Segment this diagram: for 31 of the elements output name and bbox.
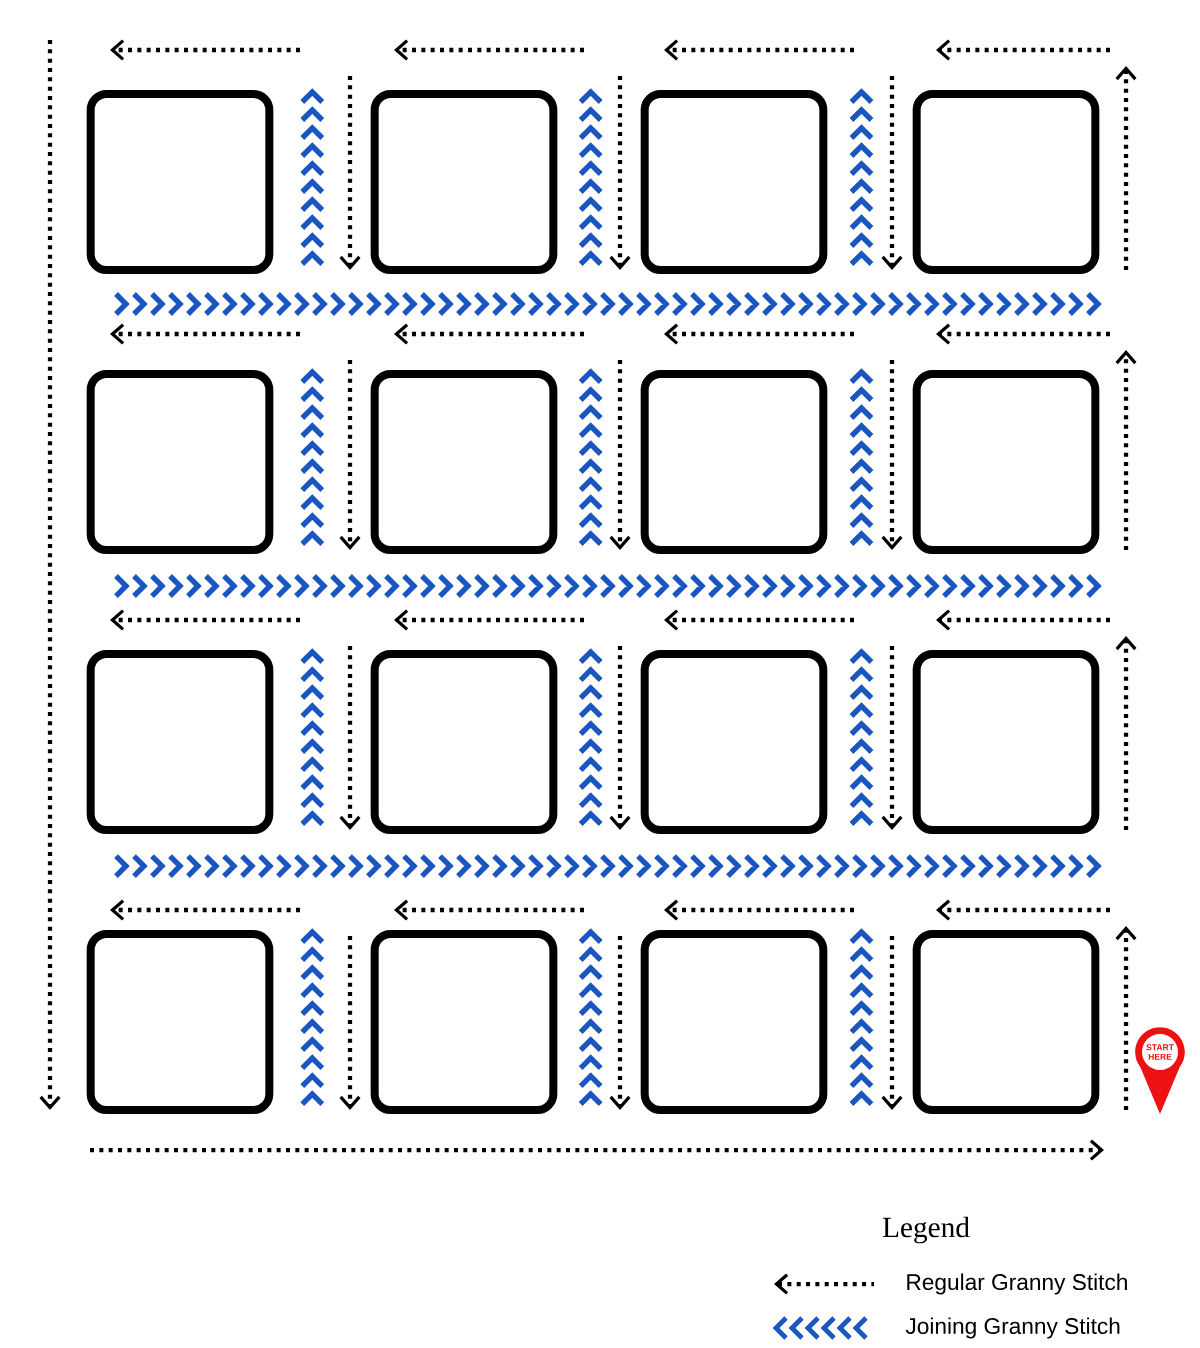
- chevron-arrow: [578, 368, 604, 547]
- square-box: [912, 930, 1100, 1114]
- square-box: [86, 90, 274, 274]
- chevron-arrow: [578, 88, 604, 267]
- chevron-arrow: [848, 88, 875, 267]
- square-box: [640, 370, 828, 554]
- square-box: [86, 370, 274, 554]
- square-box: [370, 90, 558, 274]
- chevron-arrow: [848, 648, 875, 827]
- legend-text: Joining Granny Stitch: [905, 1317, 1120, 1339]
- chevron-arrow: [578, 648, 604, 827]
- square-box: [640, 90, 828, 274]
- chevron-arrow: [578, 928, 604, 1107]
- square-box: [86, 650, 274, 834]
- square-box: [640, 930, 828, 1114]
- square-box: [912, 90, 1100, 274]
- legend-text: Regular Granny Stitch: [907, 1273, 1127, 1295]
- square-box: [86, 930, 274, 1114]
- legend-title: Legend: [882, 1216, 970, 1244]
- square-box: [912, 370, 1100, 554]
- chevron-arrow: [848, 368, 875, 547]
- chevron-arrow: [299, 368, 325, 547]
- square-box: [370, 930, 558, 1114]
- chevron-arrow: [299, 928, 325, 1107]
- square-box: [640, 650, 828, 834]
- chevron-arrow: [299, 88, 325, 267]
- chevron-arrow: [848, 928, 875, 1107]
- square-box: [370, 650, 558, 834]
- square-box: [912, 650, 1100, 834]
- square-box: [370, 370, 558, 554]
- chevron-arrow: [299, 648, 325, 827]
